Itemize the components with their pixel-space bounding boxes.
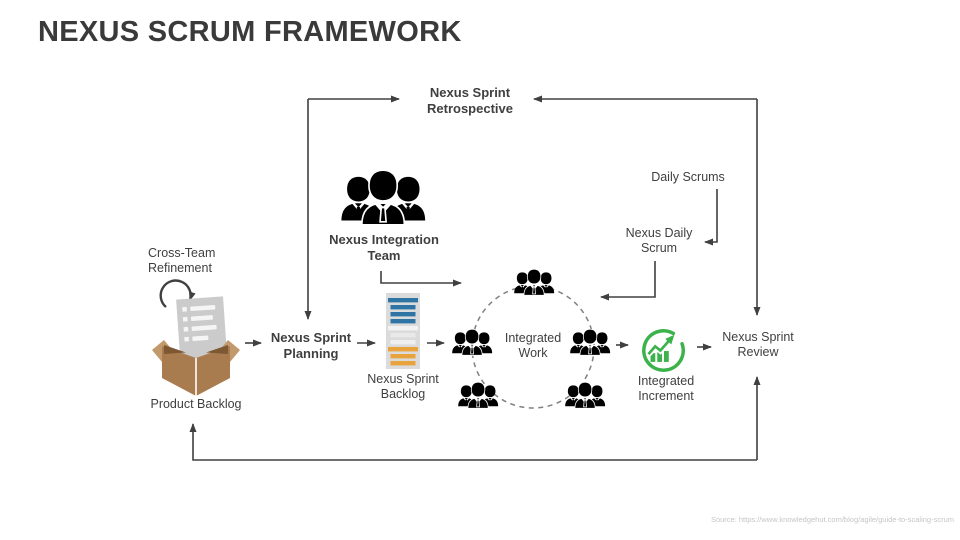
- growth-chart-ring-icon: [642, 329, 685, 372]
- team-group-left-icon: [451, 328, 494, 357]
- arrow-nexus-daily-scrum-to-team-circle: [600, 261, 656, 301]
- source-citation: Source: https://www.knowledgehut.com/blo…: [710, 515, 954, 524]
- team-group-top-icon: [513, 268, 556, 297]
- label-cross-team-refinement: Cross-Team Refinement: [148, 246, 216, 276]
- arrow-integration-team-to-team-circle: [380, 271, 462, 287]
- striped-task-card-icon: [386, 293, 420, 369]
- label-nexus-integration-team: Nexus Integration Team: [329, 232, 439, 263]
- label-integrated-work: Integrated Work: [504, 331, 562, 361]
- label-integrated-increment: Integrated Increment: [637, 374, 695, 404]
- label-nexus-sprint-backlog: Nexus Sprint Backlog: [367, 372, 439, 402]
- label-nexus-daily-scrum: Nexus Daily Scrum: [625, 226, 693, 256]
- open-box-with-document-icon: [152, 296, 240, 396]
- arrow-loop-to-product-backlog: [189, 423, 757, 461]
- people-group-icon: [339, 168, 429, 228]
- label-product-backlog: Product Backlog: [150, 397, 242, 411]
- label-nexus-sprint-review: Nexus Sprint Review: [722, 330, 794, 360]
- team-group-bottom-left-icon: [457, 381, 500, 410]
- page-title: NEXUS SCRUM FRAMEWORK: [38, 16, 462, 48]
- team-group-right-icon: [569, 328, 612, 357]
- label-daily-scrums: Daily Scrums: [651, 170, 725, 184]
- arrow-daily-scrums-to-nexus-daily-scrum: [704, 189, 718, 246]
- label-nexus-sprint-retrospective: Nexus Sprint Retrospective: [427, 85, 513, 116]
- team-group-bottom-right-icon: [564, 381, 607, 410]
- label-nexus-sprint-planning: Nexus Sprint Planning: [270, 330, 352, 361]
- circular-refresh-arrow-icon: [159, 279, 196, 308]
